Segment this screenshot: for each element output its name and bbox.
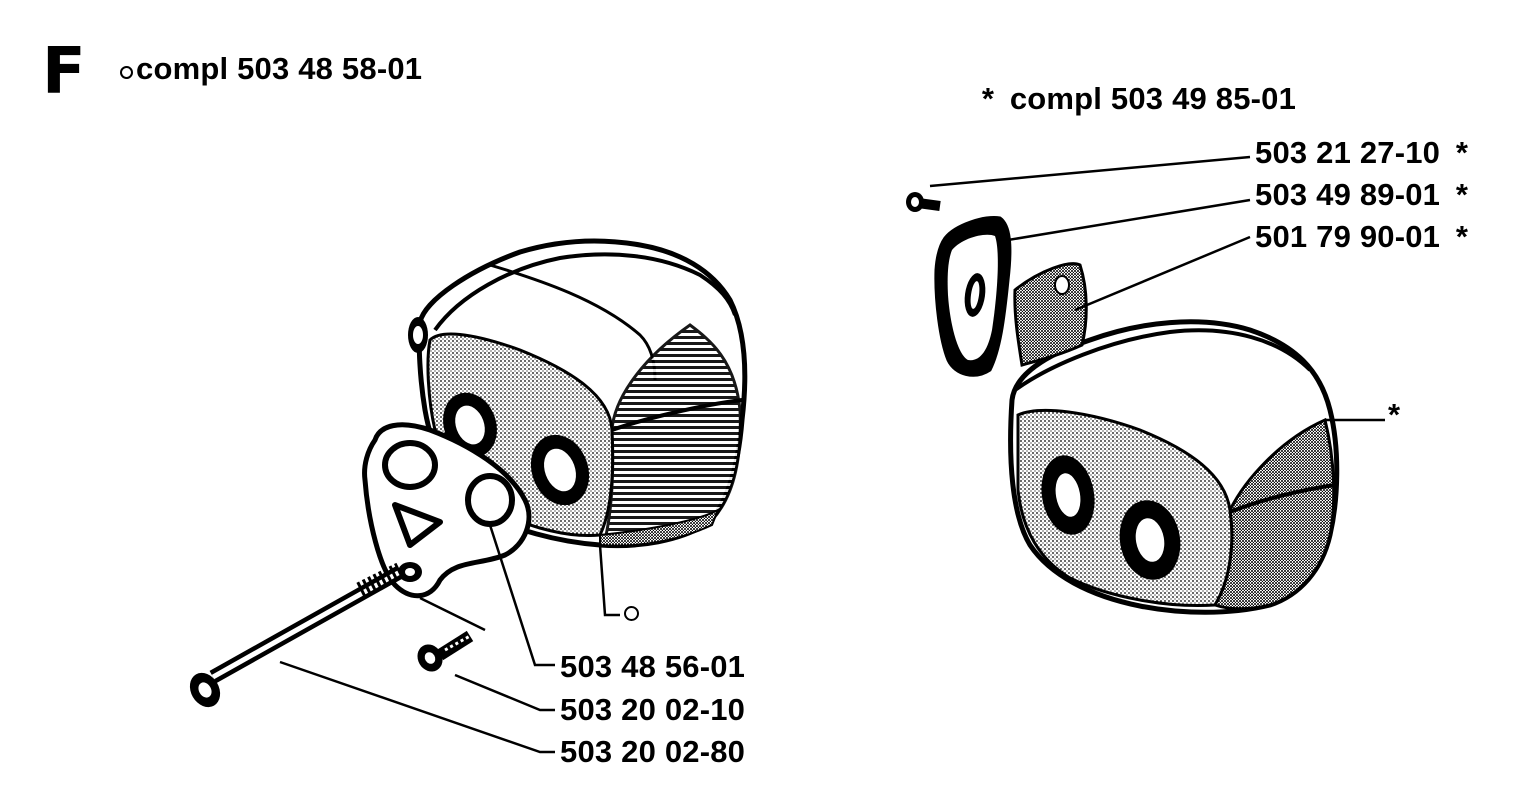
right-muffler [1008, 319, 1340, 615]
asterisk-marker-icon: * [981, 81, 995, 116]
part-number: 501 79 90-01 [1255, 219, 1441, 254]
asterisk-mark: * [1455, 135, 1469, 170]
right-part-3: 501 79 90-01 * [1255, 220, 1475, 254]
circle-marker-icon [120, 66, 133, 79]
section-letter: F [42, 35, 86, 109]
short-bolt [417, 630, 474, 672]
left-part-3: 503 20 02-80 [560, 734, 746, 769]
left-part-2: 503 20 02-10 [560, 692, 746, 727]
right-leader-lines [929, 155, 1385, 422]
asterisk-mark: * [1455, 219, 1469, 254]
right-kit-title: * compl 503 49 85-01 [975, 82, 1296, 116]
right-kit-label: compl 503 49 85-01 [1009, 81, 1297, 116]
left-kit-title: compl 503 48 58-01 [120, 52, 422, 86]
left-gasket-plate [362, 422, 532, 599]
left-kit-label: compl 503 48 58-01 [136, 51, 423, 86]
long-bolt [189, 562, 404, 708]
left-muffler-circle-callout-icon [624, 606, 639, 621]
right-screw [906, 192, 941, 212]
part-number: 503 49 89-01 [1255, 177, 1441, 212]
part-number: 503 21 27-10 [1255, 135, 1441, 170]
right-part-1: 503 21 27-10 * [1255, 136, 1475, 170]
left-leader-lines [279, 524, 620, 754]
left-part-1: 503 48 56-01 [560, 649, 746, 684]
right-gasket [934, 215, 1012, 377]
right-part-2: 503 49 89-01 * [1255, 178, 1475, 212]
right-muffler-callout: * [1388, 397, 1401, 432]
right-plate [1013, 262, 1088, 367]
asterisk-mark: * [1455, 177, 1469, 212]
